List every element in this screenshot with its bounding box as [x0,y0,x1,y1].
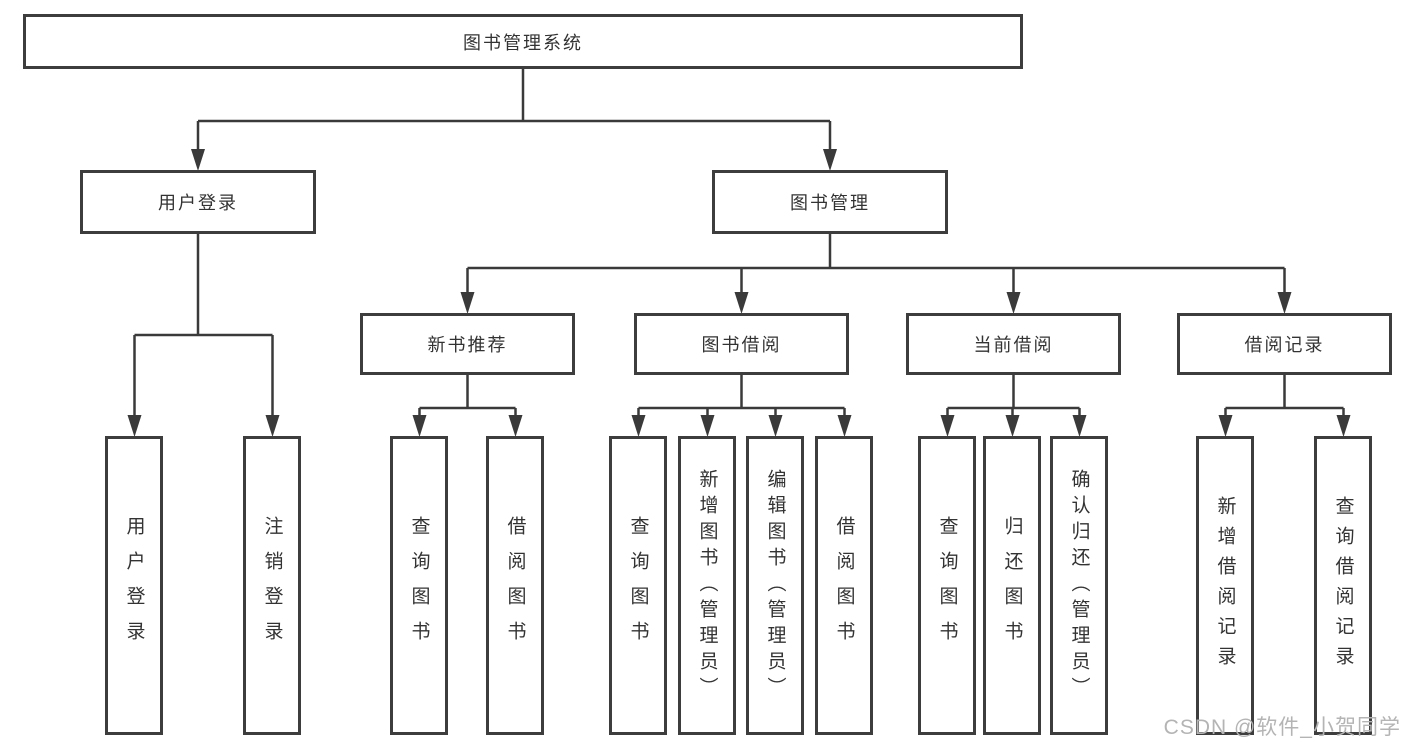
leaf-logout: 注销登录 [243,436,301,735]
leaf-bb-borrow-books: 借阅图书 [815,436,873,735]
node-user-login-label: 用户登录 [158,193,238,213]
leaf-nb-query-books-label: 查询图书 [408,515,430,656]
leaf-logout-label: 注销登录 [261,515,283,656]
leaf-user-login: 用户登录 [105,436,163,735]
node-borrow-records: 借阅记录 [1177,313,1392,375]
leaf-bb-query-books-label: 查询图书 [627,515,649,656]
leaf-br-query-record-label: 查询借阅记录 [1332,495,1354,676]
leaf-bb-query-books: 查询图书 [609,436,667,735]
node-current-borrow-label: 当前借阅 [973,335,1054,355]
node-book-borrow-label: 图书借阅 [701,335,782,355]
leaf-bb-borrow-books-label: 借阅图书 [833,515,855,656]
leaf-bb-edit-books-admin-label: 编辑图书（管理员） [764,468,786,703]
leaf-nb-borrow-books: 借阅图书 [486,436,544,735]
leaf-br-query-record: 查询借阅记录 [1314,436,1372,735]
node-root: 图书管理系统 [23,14,1023,69]
leaf-user-login-label: 用户登录 [123,515,145,656]
leaf-br-add-record: 新增借阅记录 [1196,436,1254,735]
node-root-label: 图书管理系统 [463,32,583,53]
leaf-nb-borrow-books-label: 借阅图书 [504,515,526,656]
csdn-watermark: CSDN @软件_小贺同学 [1163,716,1401,739]
arrowheads [127,149,1351,437]
node-user-login: 用户登录 [80,170,316,234]
leaf-cb-return-books-label: 归还图书 [1001,515,1023,656]
node-book-borrow: 图书借阅 [634,313,849,375]
node-current-borrow: 当前借阅 [906,313,1121,375]
leaf-bb-add-books-admin-label: 新增图书（管理员） [696,468,718,703]
node-book-management: 图书管理 [712,170,948,234]
leaf-br-add-record-label: 新增借阅记录 [1214,495,1236,676]
node-new-book-recommend-label: 新书推荐 [427,335,508,355]
connector-segments [133,69,1345,416]
leaf-cb-return-books: 归还图书 [983,436,1041,735]
leaf-cb-query-books: 查询图书 [918,436,976,735]
leaf-cb-confirm-return-admin-label: 确认归还（管理员） [1068,468,1090,703]
node-book-management-label: 图书管理 [790,193,870,213]
leaf-cb-confirm-return-admin: 确认归还（管理员） [1050,436,1108,735]
leaf-cb-query-books-label: 查询图书 [936,515,958,656]
node-new-book-recommend: 新书推荐 [360,313,575,375]
leaf-bb-edit-books-admin: 编辑图书（管理员） [746,436,804,735]
leaf-bb-add-books-admin: 新增图书（管理员） [678,436,736,735]
node-borrow-records-label: 借阅记录 [1244,335,1325,355]
leaf-nb-query-books: 查询图书 [390,436,448,735]
